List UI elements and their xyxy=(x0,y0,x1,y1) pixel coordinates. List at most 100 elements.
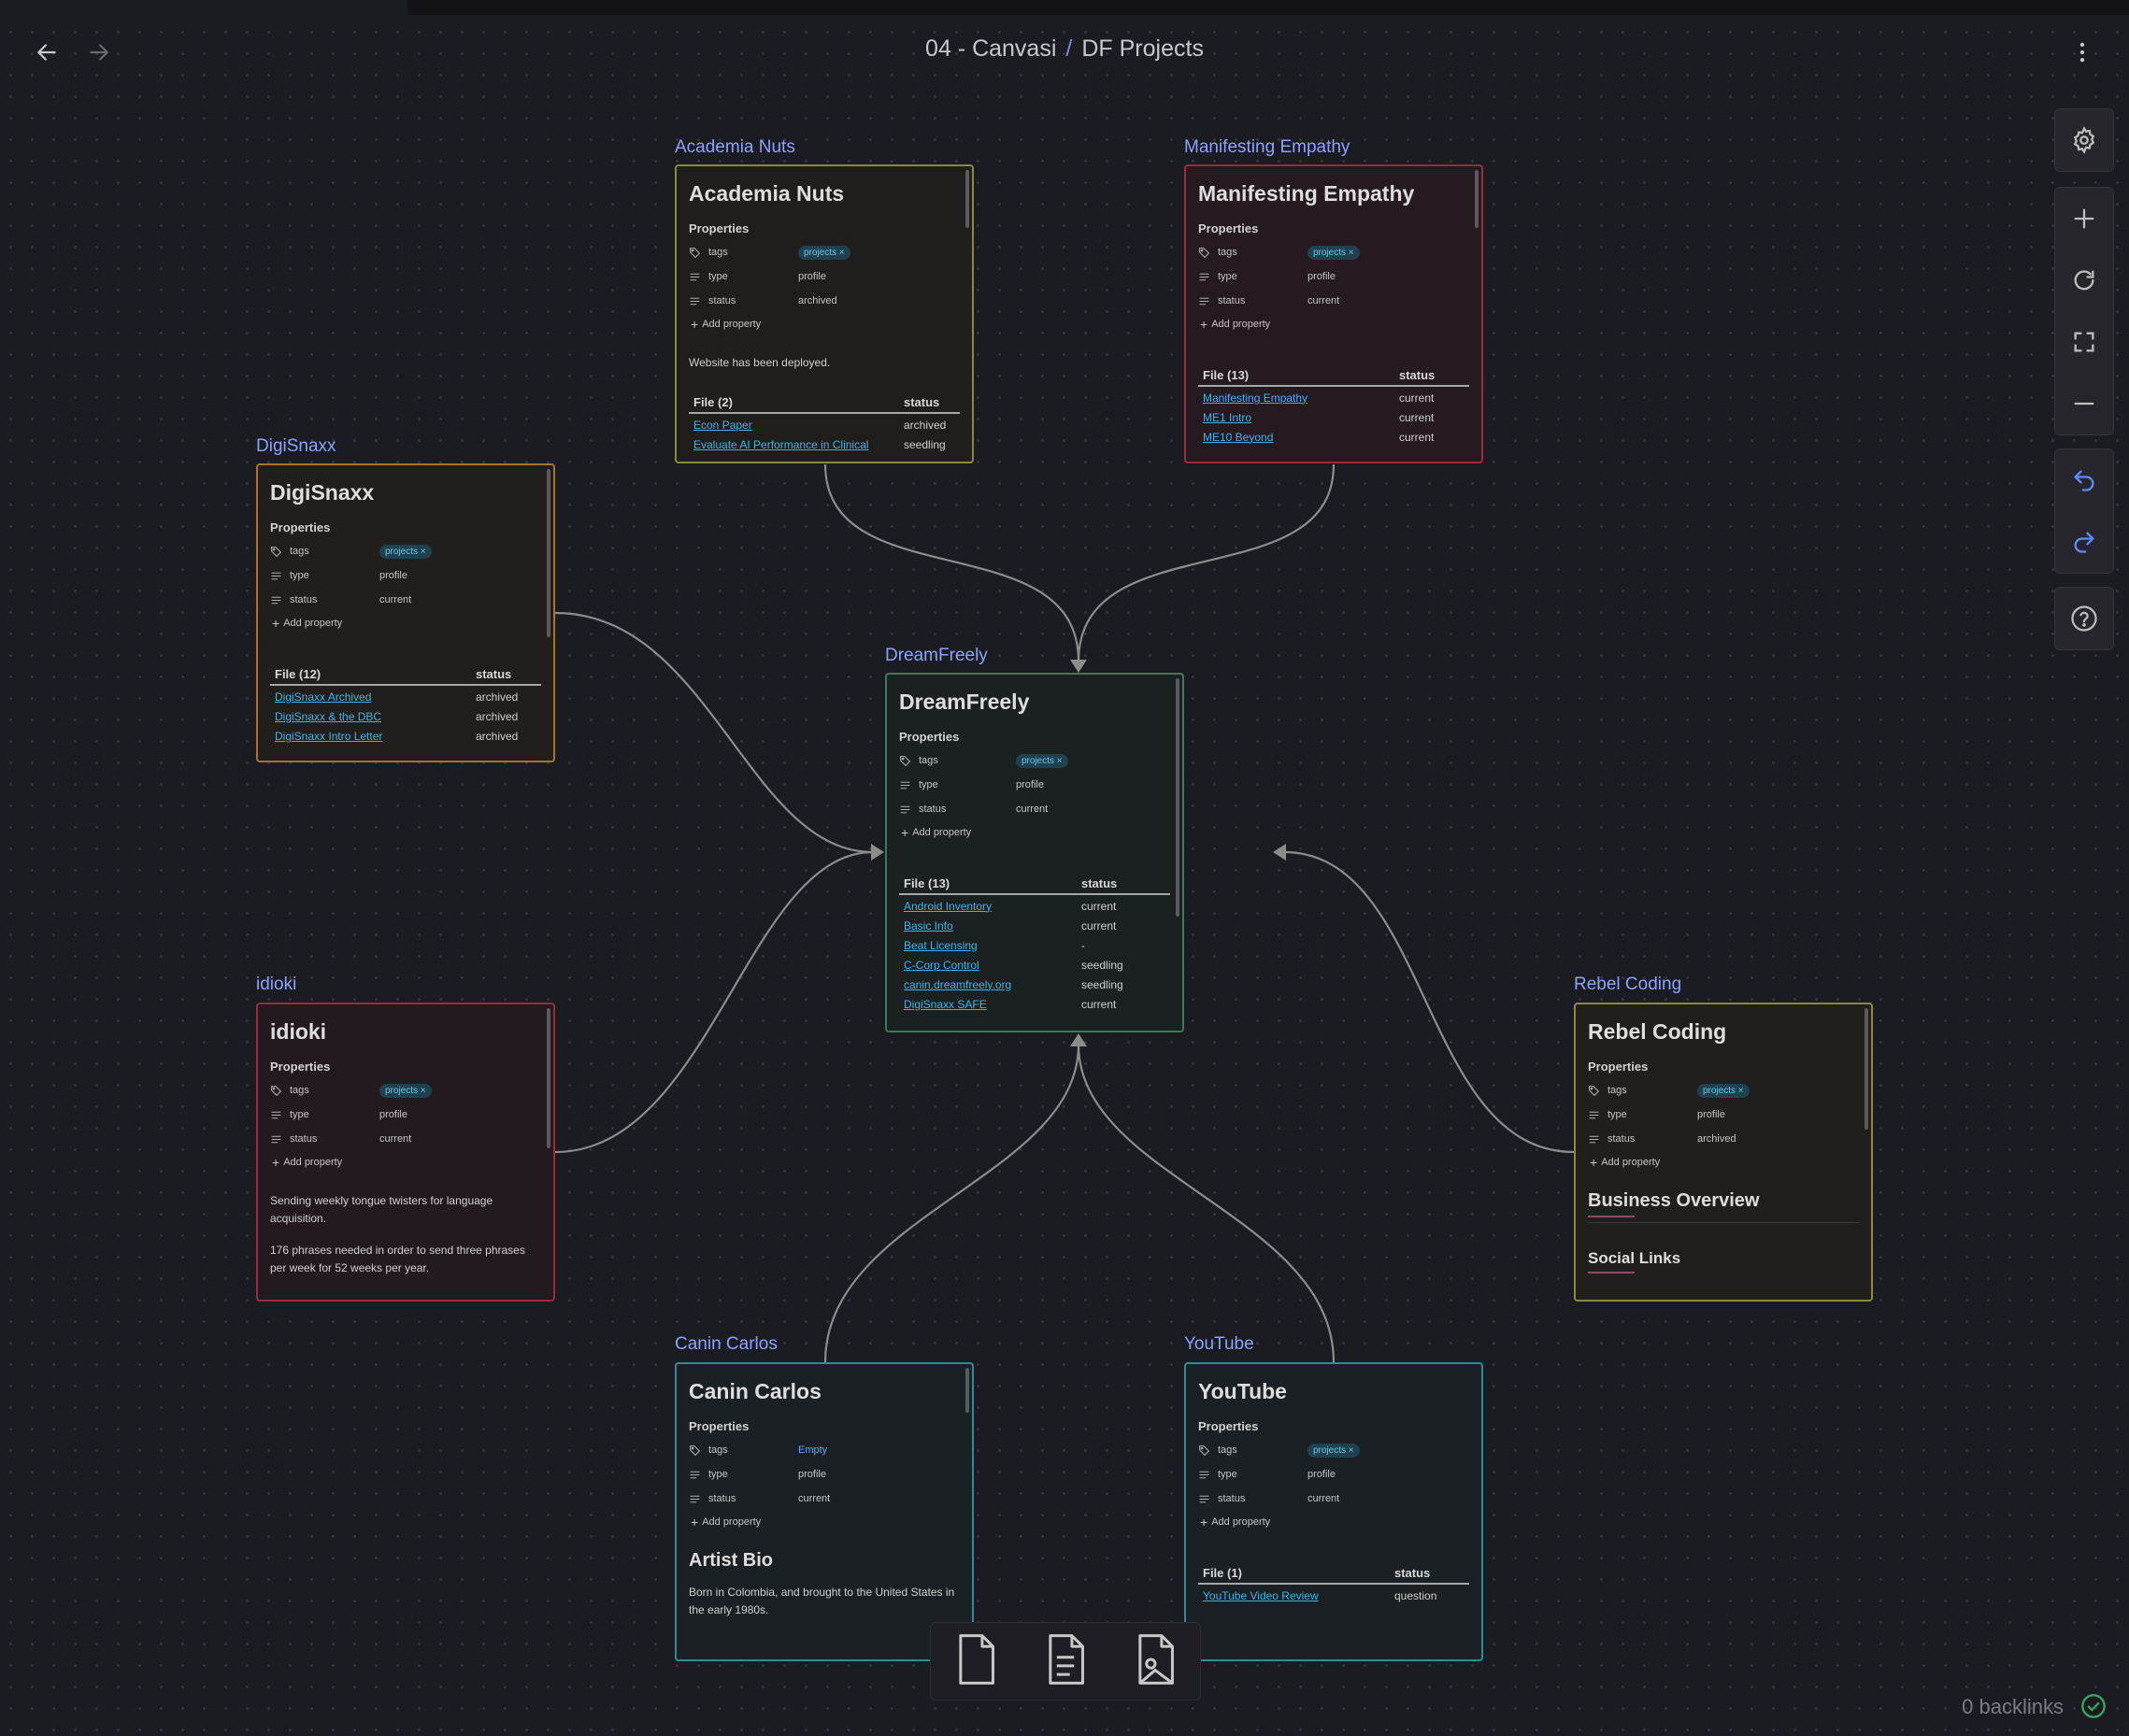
tag-pill[interactable]: projects × xyxy=(379,1083,432,1098)
active-tab[interactable] xyxy=(0,0,407,15)
card-scrollbar[interactable] xyxy=(965,1368,969,1413)
settings-button[interactable] xyxy=(2055,109,2113,171)
reset-zoom-button[interactable] xyxy=(2055,249,2113,311)
backlinks-count[interactable]: 0 backlinks xyxy=(1962,1695,2064,1718)
card-label-digisnaxx[interactable]: DigiSnaxx xyxy=(256,436,336,456)
file-link[interactable]: Econ Paper xyxy=(693,418,752,432)
card-label-youtube[interactable]: YouTube xyxy=(1184,1334,1254,1354)
add-property-button[interactable]: +Add property xyxy=(1200,1515,1271,1530)
card-scrollbar[interactable] xyxy=(1475,170,1479,228)
card-scrollbar[interactable] xyxy=(547,469,550,637)
file-link[interactable]: DigiSnaxx & the DBC xyxy=(275,709,382,723)
breadcrumb-separator: / xyxy=(1065,36,1073,62)
tag-pill[interactable]: projects × xyxy=(379,544,432,559)
zoom-to-fit-button[interactable] xyxy=(2055,311,2113,373)
card-scrollbar[interactable] xyxy=(1176,678,1179,917)
add-property-button[interactable]: +Add property xyxy=(272,1155,343,1170)
file-link[interactable]: DigiSnaxx Archived xyxy=(275,690,372,704)
card-label-canin[interactable]: Canin Carlos xyxy=(675,1334,778,1354)
add-property-button[interactable]: +Add property xyxy=(901,825,972,840)
card-label-dreamfreely[interactable]: DreamFreely xyxy=(885,646,988,665)
file-link[interactable]: Beat Licensing xyxy=(904,938,978,952)
undo-button[interactable] xyxy=(2055,449,2113,511)
card-scrollbar[interactable] xyxy=(965,170,969,228)
tag-pill[interactable]: projects × xyxy=(1307,1443,1360,1458)
file-link[interactable]: DigiSnaxx SAFE xyxy=(904,997,987,1011)
more-options-button[interactable] xyxy=(2064,34,2101,71)
file-link[interactable]: canin.dreamfreely.org xyxy=(904,977,1012,991)
properties-heading: Properties xyxy=(1198,1419,1259,1433)
file-link[interactable]: Manifesting Empathy xyxy=(1203,391,1308,405)
file-link[interactable]: Evaluate AI Performance in Clinical xyxy=(693,437,869,451)
breadcrumb-current[interactable]: DF Projects xyxy=(1081,36,1204,62)
add-card-button[interactable] xyxy=(950,1631,1002,1692)
file-link[interactable]: YouTube Video Review xyxy=(1203,1588,1319,1602)
add-property-button[interactable]: +Add property xyxy=(272,616,343,631)
file-link[interactable]: Basic Info xyxy=(904,918,953,932)
card-scrollbar[interactable] xyxy=(1865,1008,1868,1130)
add-media-button[interactable] xyxy=(1129,1631,1181,1692)
add-property-button[interactable]: +Add property xyxy=(1590,1155,1661,1170)
zoom-out-button[interactable] xyxy=(2055,373,2113,434)
add-property-button[interactable]: +Add property xyxy=(1200,317,1271,332)
file-link[interactable]: C-Corp Control xyxy=(904,958,979,972)
file-link[interactable]: ME10 Beyond xyxy=(1203,430,1274,444)
card-scrollbar[interactable] xyxy=(547,1008,550,1148)
help-button[interactable] xyxy=(2055,588,2113,649)
file-link[interactable]: DigiSnaxx Intro Letter xyxy=(275,729,383,743)
tag-pill[interactable]: projects × xyxy=(798,245,850,260)
card-label-rebel[interactable]: Rebel Coding xyxy=(1574,975,1682,994)
tag-pill[interactable]: projects × xyxy=(1016,753,1068,768)
add-note-button[interactable] xyxy=(1039,1631,1092,1692)
card-label-academia[interactable]: Academia Nuts xyxy=(675,137,795,157)
tags-empty-value[interactable]: Empty xyxy=(798,1444,828,1456)
file-link[interactable]: ME1 Intro xyxy=(1203,410,1252,424)
tag-pill[interactable]: projects × xyxy=(1697,1083,1750,1098)
forward-button[interactable] xyxy=(80,34,118,71)
add-property-button[interactable]: +Add property xyxy=(691,1515,762,1530)
back-button[interactable] xyxy=(28,34,65,71)
sync-status[interactable] xyxy=(2080,1693,2107,1724)
card-label-manifesting[interactable]: Manifesting Empathy xyxy=(1184,137,1350,157)
add-property-button[interactable]: +Add property xyxy=(691,317,762,332)
zoom-in-button[interactable] xyxy=(2055,188,2113,249)
card-label-idioki[interactable]: idioki xyxy=(256,975,297,994)
breadcrumb-parent[interactable]: 04 - Canvasi xyxy=(925,36,1057,62)
file-link[interactable]: Android Inventory xyxy=(904,899,993,913)
tag-pill[interactable]: projects × xyxy=(1307,245,1360,260)
redo-button[interactable] xyxy=(2055,511,2113,573)
